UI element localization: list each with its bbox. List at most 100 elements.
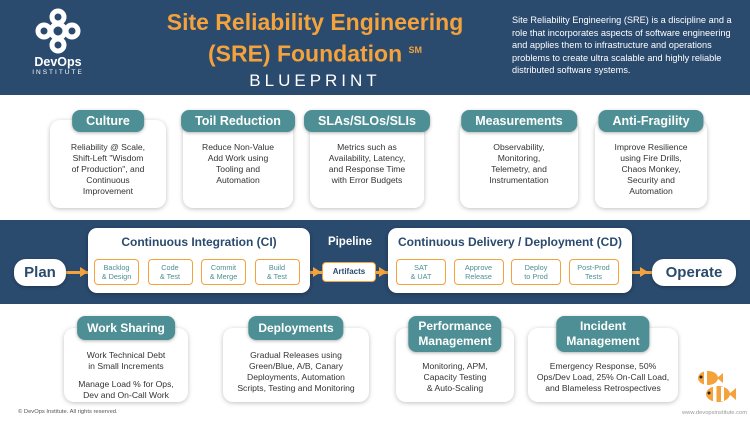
step-label-line: & Test [159, 272, 181, 281]
description-line: & Auto-Scaling [426, 383, 484, 393]
cd-stage[interactable]: Continuous Delivery / Deployment (CD) SA… [388, 228, 632, 293]
ci-title: Continuous Integration (CI) [121, 235, 277, 249]
arrow-head-icon [313, 267, 321, 277]
title-line-2: (SRE) Foundation SM [140, 36, 490, 68]
service-mark: SM [408, 45, 423, 55]
step-label-line: SAT [414, 263, 428, 272]
practice-title: Work Sharing [77, 316, 175, 340]
principle-title: Toil Reduction [181, 110, 295, 132]
step-label-line: Backlog [103, 263, 130, 272]
principle-title: Culture [72, 110, 144, 132]
principle-title: Anti-Fragility [598, 110, 704, 132]
copyright: © DevOps Institute. All rights reserved. [18, 409, 118, 415]
ci-step[interactable]: Backlog& Design [94, 259, 139, 285]
description-line: Instrumentation [489, 175, 549, 185]
practice-description: Monitoring, APM,Capacity Testing& Auto-S… [402, 361, 508, 394]
step-label-line: & Test [266, 272, 288, 281]
description-line: Automation [629, 186, 673, 196]
step-label-line: & Design [101, 272, 132, 281]
clownfish-mascot-icon [698, 371, 736, 402]
description-line: Work Technical Debt [86, 350, 166, 360]
devops-institute-logo[interactable]: DevOps INSTITUTE [18, 8, 98, 77]
description-line: Observability, [493, 142, 545, 152]
ci-step[interactable]: Code& Test [147, 259, 193, 285]
description-line: Monitoring, APM, [422, 361, 488, 371]
operate-endpoint[interactable]: Operate [652, 259, 736, 286]
pipeline-label: Pipeline [327, 236, 373, 248]
description-line: Deployments, Automation [247, 372, 345, 382]
description-line: Gradual Releases using [250, 350, 342, 360]
description-line: Emergency Response, 50% [549, 361, 657, 371]
step-label-line: Deploy [524, 263, 548, 272]
step-label-line: Approve [464, 263, 493, 272]
step-label-line: Post-Prod [577, 263, 610, 272]
brand-name: DevOps [34, 55, 82, 69]
description-line: Dev and On-Call Work [83, 390, 169, 400]
description-line: Green/Blue, A/B, Canary [248, 361, 344, 371]
practice-title-line: Management [418, 334, 492, 348]
plan-endpoint[interactable]: Plan [14, 259, 66, 286]
description-line: Availability, Latency, [328, 153, 406, 163]
description-line: Chaos Monkey, [621, 164, 681, 174]
title-line-1: Site Reliability Engineering [166, 9, 464, 35]
artifacts-box[interactable]: Artifacts [322, 262, 376, 282]
step-label-line: Build [268, 263, 286, 272]
arrow-head-icon [379, 267, 387, 277]
ci-step[interactable]: Commit& Merge [201, 259, 246, 285]
ci-step[interactable]: Build& Test [254, 259, 300, 285]
practice-title-line: Performance [418, 319, 492, 333]
knot-logo-icon [35, 8, 81, 54]
step-label-line: to Prod [524, 272, 548, 281]
description-line: and Blameless Retrospectives [545, 383, 661, 393]
description-line: Improvement [82, 186, 134, 196]
description-line: and Response Time [328, 164, 406, 174]
principle-title: Measurements [461, 110, 577, 132]
description-line: Add Work using [207, 153, 269, 163]
step-label-line: Commit [210, 263, 237, 272]
description-line: Monitoring, [497, 153, 541, 163]
step-label-line: & UAT [410, 272, 432, 281]
ci-stage[interactable]: Continuous Integration (CI) Backlog& Des… [88, 228, 310, 293]
description-line: Continuous [86, 175, 130, 185]
description-line: Shift-Left "Wisdom [72, 153, 144, 163]
description-line: Capacity Testing [423, 372, 487, 382]
description-line: with Error Budgets [331, 175, 403, 185]
arrow-head-icon [80, 267, 88, 277]
description-line [70, 372, 182, 379]
practice-title-line: Management [566, 334, 640, 348]
description-line: using Fire Drills, [620, 153, 682, 163]
site-url[interactable]: www.devopsinstitute.com [682, 410, 748, 416]
title-subtitle: BLUEPRINT [249, 70, 381, 90]
description-line: Scripts, Testing and Monitoring [237, 383, 355, 393]
page-title: Site Reliability Engineering (SRE) Found… [140, 8, 490, 91]
description-line: Ops/Dev Load, 25% On-Call Load, [536, 372, 670, 382]
description-line: Reduce Non-Value [202, 142, 274, 152]
arrow-head-icon [640, 267, 648, 277]
practice-title: Deployments [248, 316, 344, 340]
principle-title: SLAs/SLOs/SLIs [304, 110, 430, 132]
description-line: Metrics such as [337, 142, 397, 152]
cd-step[interactable]: SAT& UAT [396, 259, 446, 285]
step-label-line: Tests [584, 272, 603, 281]
description-line: Security and [627, 175, 675, 185]
